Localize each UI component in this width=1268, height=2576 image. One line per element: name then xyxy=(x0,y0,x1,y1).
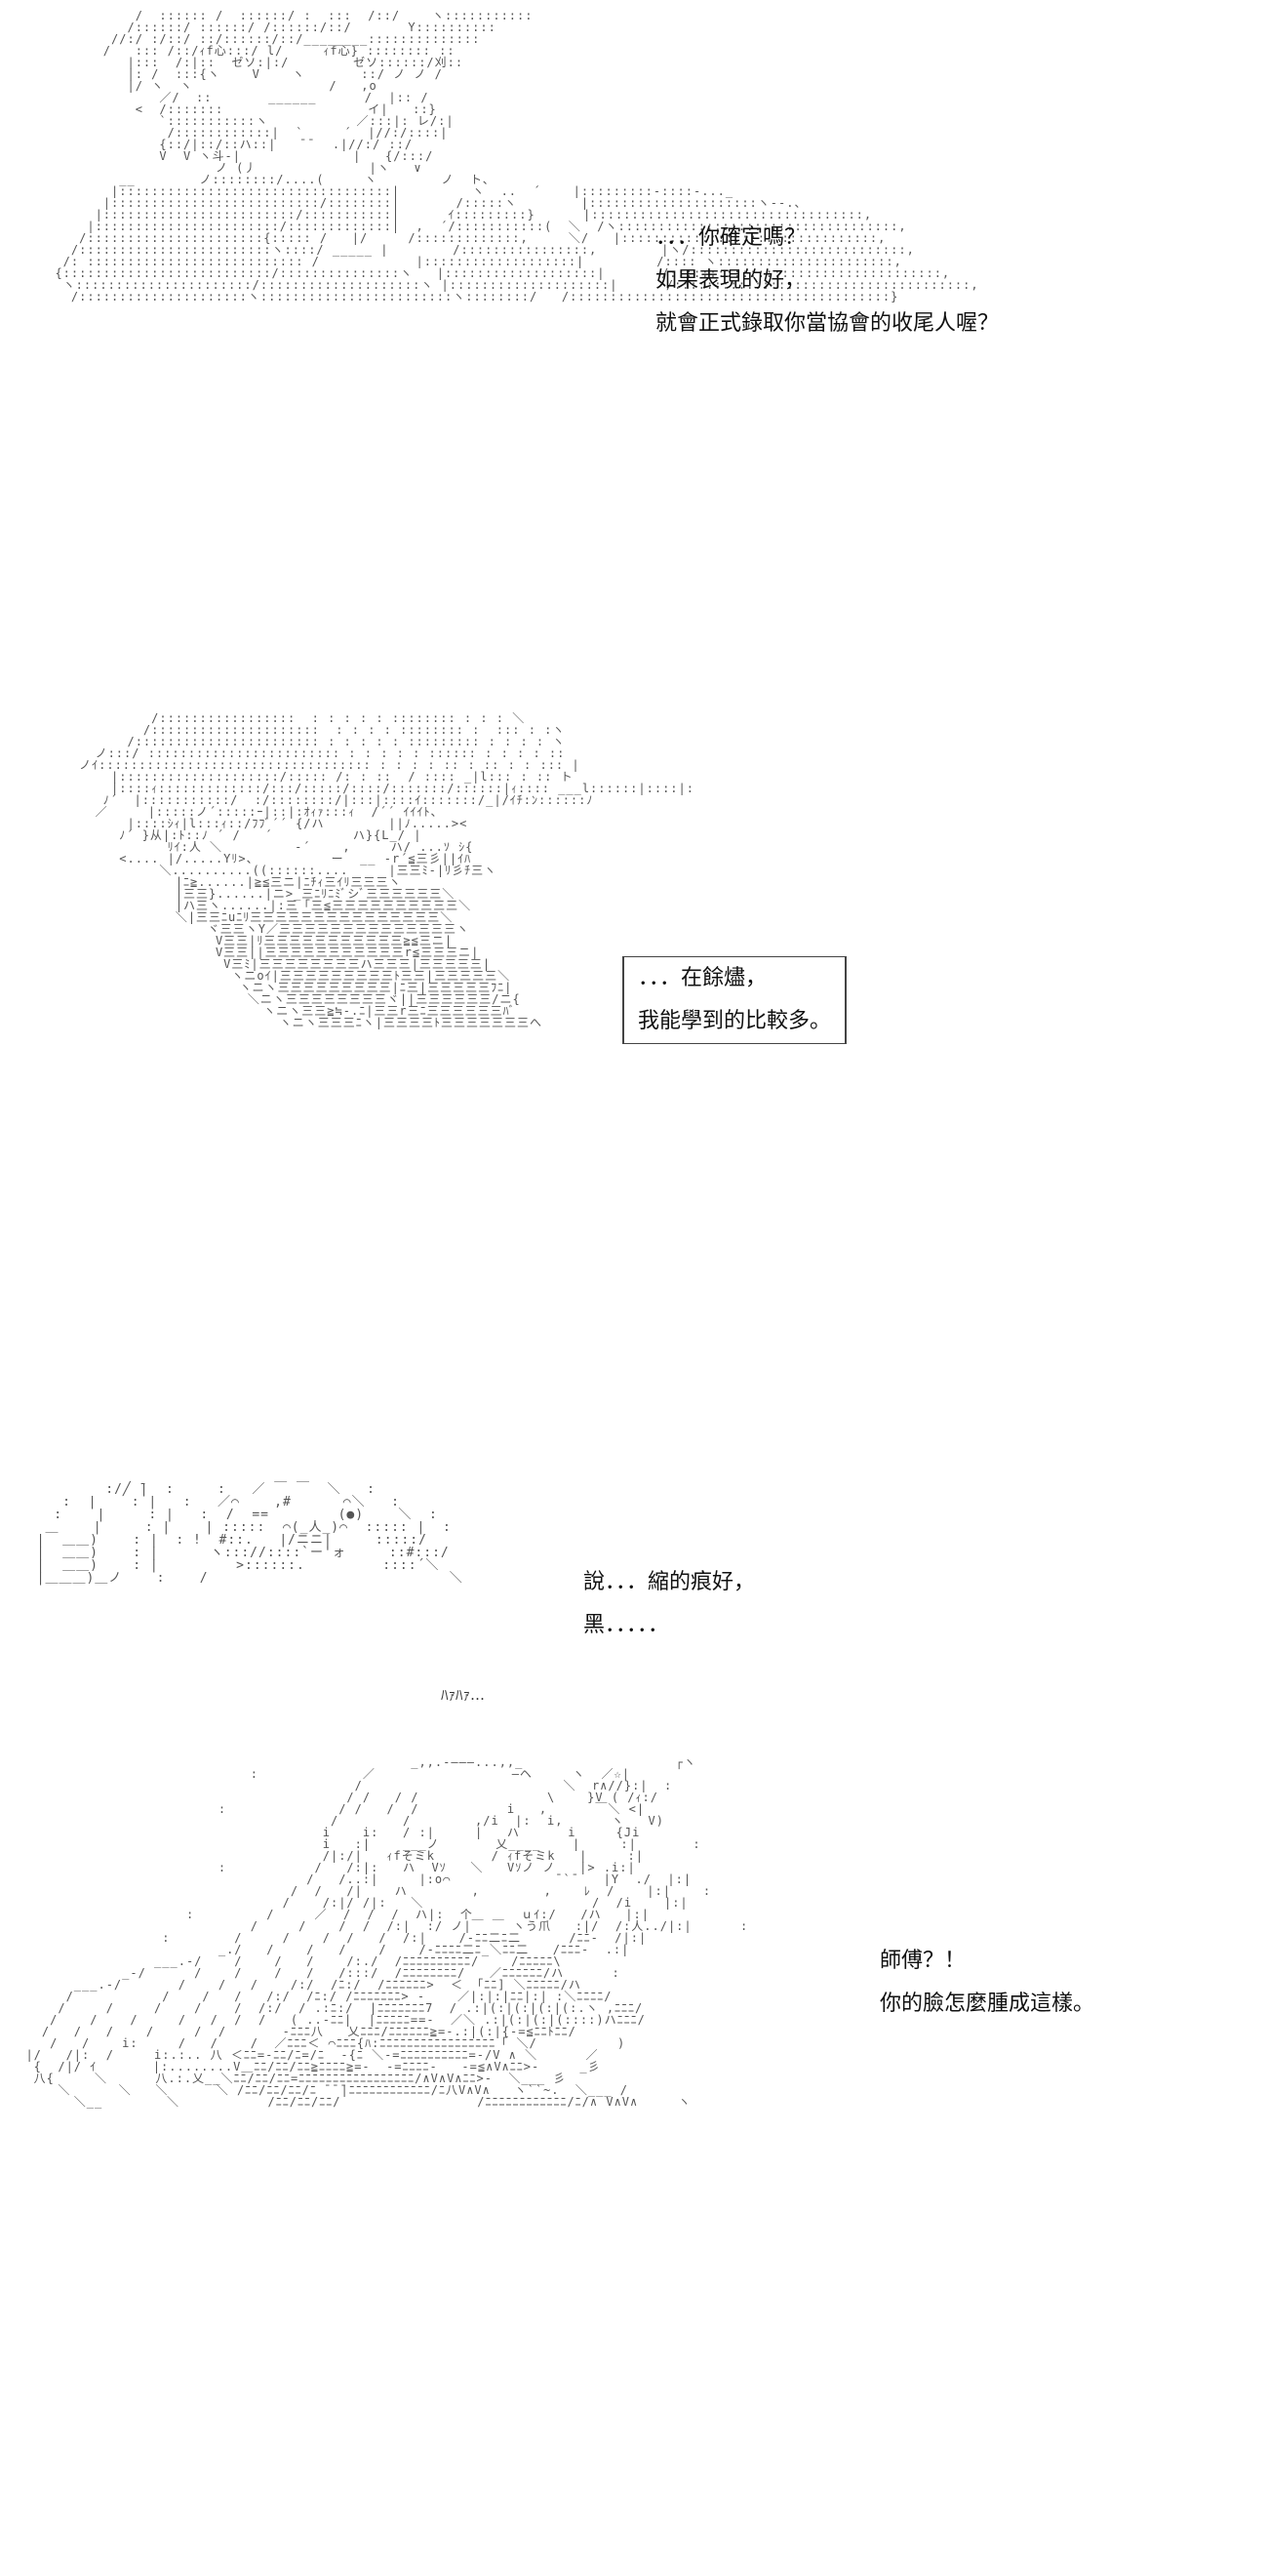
panel-2: /::::::::::::::::: : : : : : :::::::: : … xyxy=(0,703,1268,1444)
dialog-line: 我能學到的比較多。 xyxy=(638,1009,832,1033)
dialog-line: 你的臉怎麼腫成這樣。 xyxy=(880,1992,1095,2016)
sound-effect-text: ﾊｧﾊｧ… xyxy=(441,1686,486,1704)
dialog-line: 就會正式錄取你當協會的收尾人喔？ xyxy=(655,311,1000,336)
dialog-text-panel-3: 說．．．縮的痕好， 黑．．．．． xyxy=(583,1561,755,1647)
panel-3: :/╱ ̄| : : ／ ￣ ￣ ＼ : : | : | : ／⌒ ,# ⌒＼ … xyxy=(0,1464,1268,1737)
dialog-box-panel-2: ．．．在餘燼， 我能學到的比較多。 xyxy=(622,956,848,1044)
dialog-text-panel-4: 師傅？！ 你的臉怎麼腫成這樣。 xyxy=(880,1940,1094,2026)
dialog-line: 說．．．縮的痕好， xyxy=(583,1570,756,1594)
panel-4: _,,.-―――...,,_ ┌ヽ : ／ ―ヘ ヽ ／☆| / ＼ r∧//}… xyxy=(0,1747,1268,2576)
ascii-art-long-haired-figure: _,,.-―――...,,_ ┌ヽ : ／ ―ヘ ヽ ／☆| / ＼ r∧//}… xyxy=(25,1755,749,2109)
ascii-art-figure-standing: / :::::: / ::::::/ : ::: /::/ ヽ:::::::::… xyxy=(55,9,979,303)
dialog-line: 師傅？！ xyxy=(880,1949,967,1973)
ascii-art-thumbs-up-mascot: :/╱ ̄| : : ／ ￣ ￣ ＼ : : | : | : ／⌒ ,# ⌒＼ … xyxy=(36,1482,463,1586)
dialog-line: 如果表現的好， xyxy=(655,268,807,293)
dialog-text-panel-1: ．．．你確定嗎？ 如果表現的好， 就會正式錄取你當協會的收尾人喔？ xyxy=(655,217,999,345)
dialog-line: ．．．你確定嗎？ xyxy=(655,225,807,250)
dialog-line: 黑．．．．． xyxy=(583,1613,670,1637)
panel-1: / :::::: / ::::::/ : ::: /::/ ヽ:::::::::… xyxy=(0,0,1268,683)
dialog-line: ．．．在餘燼， xyxy=(638,966,768,990)
ascii-art-figure-cloaked: /::::::::::::::::: : : : : : :::::::: : … xyxy=(79,711,694,1029)
